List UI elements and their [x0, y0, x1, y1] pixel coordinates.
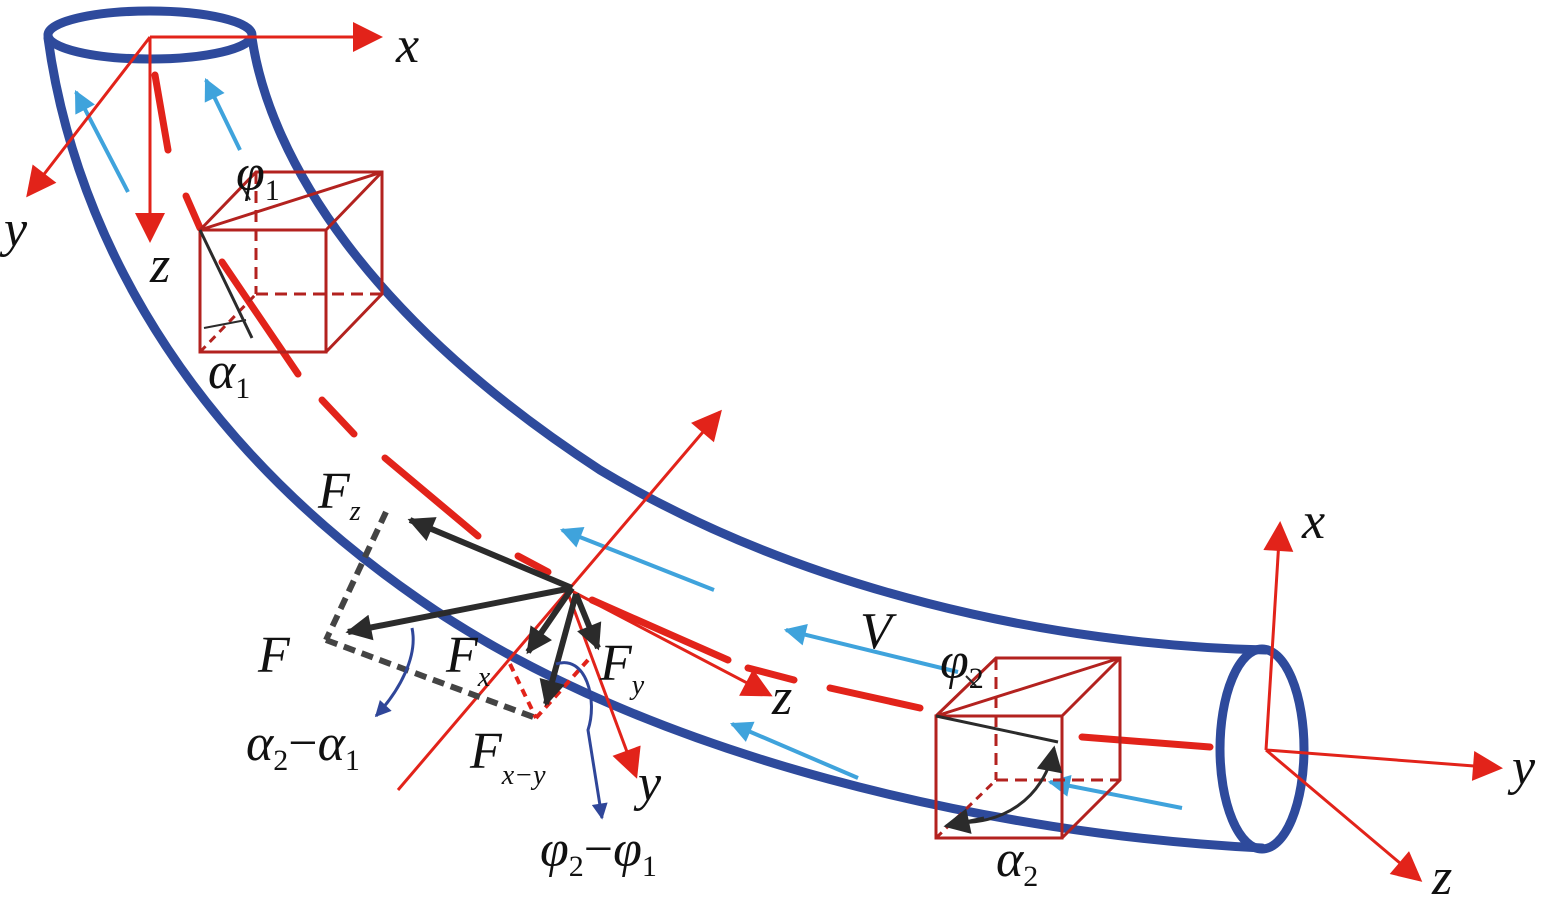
- force-projections-red: [508, 658, 590, 720]
- center-y-axis: [564, 587, 641, 779]
- centerline: [151, 71, 1214, 751]
- cube-2-angles: [935, 675, 1063, 834]
- center-y-label: y: [633, 755, 662, 812]
- outlet-x-axis: [1263, 521, 1294, 751]
- inlet-y-axis: [26, 36, 152, 198]
- center-z-axis: [565, 586, 773, 697]
- inlet-z-label: z: [149, 237, 170, 294]
- force-Fx-arrow: [525, 586, 575, 655]
- phi-diff-label: φ2−φ1: [540, 821, 657, 883]
- phi-diff-arc: [555, 661, 608, 820]
- outlet-z-label: z: [1431, 849, 1452, 899]
- angle-arcs: [374, 627, 608, 820]
- force-projections: [323, 510, 538, 721]
- inlet-axes: [26, 22, 383, 243]
- force-vectors: [345, 517, 602, 707]
- flow-arrow-mid-2: [783, 624, 959, 674]
- flow-arrow-outlet: [1047, 775, 1183, 810]
- outlet-y-label: y: [1507, 739, 1536, 796]
- center-x-axis: [396, 409, 722, 791]
- force-Fxy-label: Fx−y: [469, 723, 546, 791]
- outlet-y-axis: [1265, 748, 1503, 781]
- pipe-outer-wall: [43, 33, 1267, 853]
- force-F-label: F: [257, 627, 291, 684]
- outlet-z-axis: [1265, 748, 1423, 882]
- cube-2-alpha-label: α2: [996, 831, 1038, 893]
- flow-arrow-mid-1: [559, 527, 715, 592]
- alpha-diff-label: α2−α1: [246, 715, 360, 777]
- outlet-axes: [1263, 521, 1503, 882]
- inlet-x-label: x: [395, 17, 419, 74]
- inlet-y-label: y: [0, 201, 28, 258]
- flow-arrow-mid-3: [729, 721, 859, 780]
- pipe-outlet-ellipse: [1215, 644, 1309, 854]
- force-Fy-label: Fy: [599, 635, 645, 701]
- force-Fx-label: Fx: [445, 627, 491, 693]
- cube-1-angles: [198, 185, 254, 339]
- cube-2: [934, 656, 1122, 840]
- force-Fy-arrow: [573, 592, 602, 651]
- cube-1-phi-label: φ1: [236, 145, 280, 207]
- center-z-label: z: [771, 669, 792, 726]
- flow-arrow-inlet-2: [204, 78, 242, 151]
- cube-1: [198, 170, 384, 354]
- cube-1-alpha-label: α1: [208, 343, 250, 405]
- force-Fxy-arrow: [539, 593, 579, 707]
- force-Fz-label: Fz: [317, 463, 361, 527]
- outlet-x-label: x: [1301, 493, 1325, 550]
- pipe: [43, 6, 1309, 854]
- cube-2-phi-label: φ2: [940, 633, 984, 695]
- velocity-label: V: [860, 603, 897, 660]
- center-axes: [396, 409, 773, 791]
- force-Fz-arrow: [407, 517, 574, 591]
- flow-arrows: [74, 78, 1183, 810]
- force-F-arrow: [345, 585, 573, 641]
- flow-arrow-inlet-1: [74, 90, 130, 193]
- alpha-diff-arc: [374, 627, 415, 718]
- pipe-inner-wall: [247, 33, 1271, 655]
